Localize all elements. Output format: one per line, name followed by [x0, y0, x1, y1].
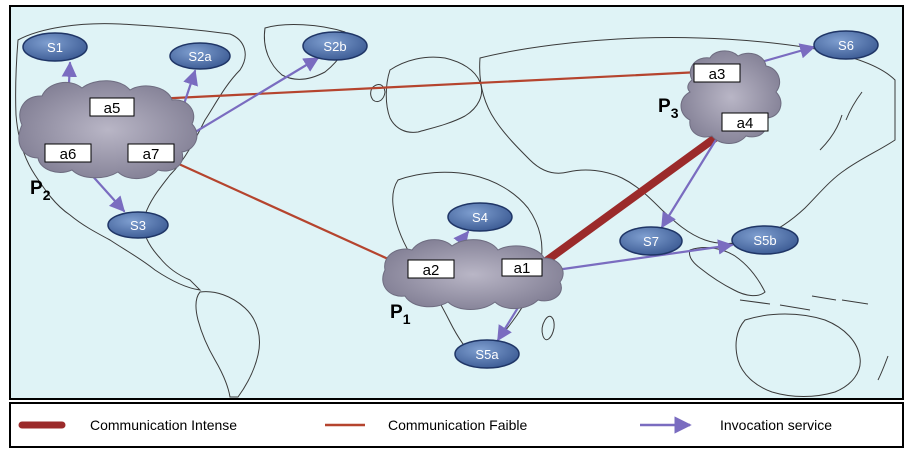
svg-text:S1: S1: [47, 40, 63, 55]
svg-text:S4: S4: [472, 210, 488, 225]
agent-a3: a3: [693, 63, 741, 83]
svg-text:S2a: S2a: [188, 49, 212, 64]
agent-a1: a1: [501, 258, 543, 277]
processor-p1-cloud: [382, 239, 564, 310]
processor-label-p1: P1: [390, 302, 411, 327]
svg-text:a7: a7: [143, 146, 160, 163]
indonesia-islands: [739, 295, 869, 311]
processor-p2-cloud: [18, 80, 198, 179]
link-a7-a2: [168, 158, 410, 270]
north-america-outline: [15, 23, 246, 291]
svg-text:a5: a5: [104, 100, 121, 117]
link-a5-a3: [132, 70, 702, 102]
legend-item-faible: Communication Faible: [325, 417, 527, 433]
svg-text:S5b: S5b: [753, 233, 776, 248]
greenland-outline: [263, 24, 347, 80]
legend-box: [9, 402, 904, 448]
processor-label-p2: P2: [30, 178, 51, 203]
svg-text:a1: a1: [514, 260, 531, 277]
link-a1-a4: [538, 126, 730, 268]
europe-outline: [385, 56, 483, 133]
service-s5b: S5b: [731, 225, 799, 255]
madagascar-outline: [541, 315, 555, 341]
svg-text:S2b: S2b: [323, 39, 346, 54]
japan-outline: [819, 91, 863, 151]
svg-text:S7: S7: [643, 234, 659, 249]
svg-text:S6: S6: [838, 38, 854, 53]
invoke-a4-s7: [660, 128, 724, 229]
legend-label-invocation: Invocation service: [720, 417, 832, 433]
svg-text:a6: a6: [60, 146, 77, 163]
legend-label-intense: Communication Intense: [90, 417, 237, 433]
map-ocean: [9, 5, 904, 400]
svg-text:S5a: S5a: [475, 347, 499, 362]
service-s1: S1: [22, 32, 88, 62]
service-s4: S4: [447, 202, 513, 232]
uk-outline: [370, 84, 386, 103]
svg-text:a2: a2: [423, 262, 440, 279]
agent-a4: a4: [721, 112, 769, 132]
processor-label-p3: P3: [658, 96, 679, 121]
service-s5a: S5a: [454, 339, 520, 369]
agent-a6: a6: [44, 143, 92, 163]
service-s2b: S2b: [302, 31, 368, 61]
new-zealand-outline: [877, 355, 889, 381]
svg-text:a4: a4: [737, 115, 754, 132]
service-s7: S7: [619, 226, 683, 256]
south-america-outline: [195, 291, 260, 398]
invoke-a1-s5b: [540, 239, 734, 274]
legend-label-faible: Communication Faible: [388, 417, 527, 433]
agent-a5: a5: [89, 97, 135, 117]
legend-item-invocation: Invocation service: [640, 416, 832, 434]
service-s2a: S2a: [169, 42, 231, 70]
legend-item-intense: Communication Intense: [18, 417, 237, 433]
agent-a2: a2: [407, 259, 455, 279]
svg-text:S3: S3: [130, 218, 146, 233]
legend: Communication Intense Communication Faib…: [9, 402, 904, 448]
agent-a7: a7: [127, 143, 175, 163]
australia-outline: [735, 313, 861, 397]
svg-text:a3: a3: [709, 66, 726, 83]
service-s6: S6: [813, 30, 879, 60]
service-s3: S3: [107, 211, 169, 239]
